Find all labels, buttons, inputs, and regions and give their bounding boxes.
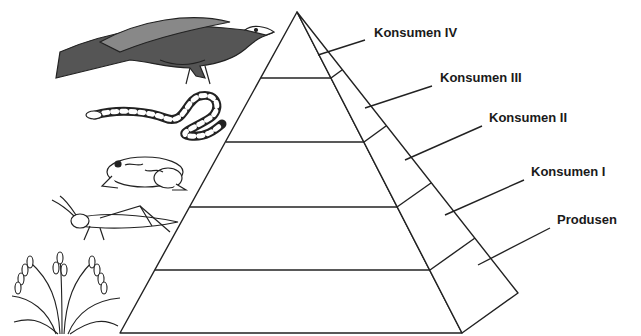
frog-drawing bbox=[102, 157, 186, 190]
band-line bbox=[226, 141, 364, 142]
trophic-label: Konsumen II bbox=[489, 110, 567, 126]
band-line bbox=[155, 269, 430, 270]
rice-drawing bbox=[12, 252, 120, 334]
band-line bbox=[190, 206, 397, 207]
band-line bbox=[397, 183, 431, 207]
leader-line bbox=[478, 228, 550, 265]
trophic-label: Konsumen III bbox=[440, 70, 522, 86]
leader-line bbox=[318, 40, 365, 55]
trophic-label: Produsen bbox=[557, 212, 617, 228]
leader-line bbox=[445, 180, 524, 215]
band-line bbox=[261, 77, 331, 78]
snake-drawing bbox=[86, 95, 222, 136]
band-line bbox=[430, 238, 475, 270]
pyramid-side bbox=[297, 12, 518, 333]
trophic-label: Konsumen IV bbox=[374, 25, 457, 41]
band-line bbox=[364, 126, 386, 142]
band-line bbox=[331, 70, 342, 78]
leader-line bbox=[405, 126, 482, 160]
leader-line bbox=[365, 86, 432, 108]
grasshopper-drawing bbox=[52, 196, 178, 240]
trophic-label: Konsumen I bbox=[531, 164, 605, 180]
eagle-drawing bbox=[56, 18, 274, 84]
